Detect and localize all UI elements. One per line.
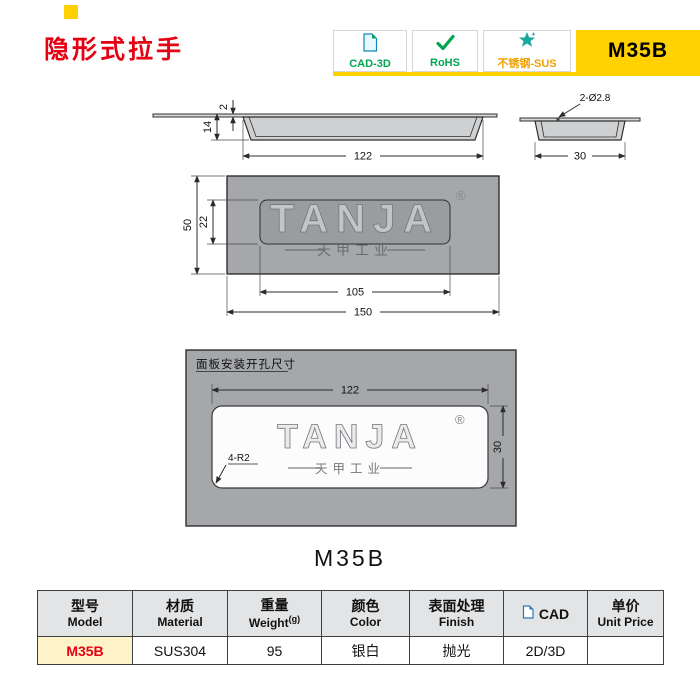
check-icon — [435, 33, 455, 56]
dim-label: 22 — [198, 216, 210, 228]
corner-radius-callout: 4-R2 — [215, 453, 258, 484]
table-row: M35B SUS304 95 银白 抛光 2D/3D — [37, 636, 664, 665]
badge-label: RoHS — [430, 57, 460, 69]
header-cad-label: CAD — [538, 605, 570, 622]
model-caption: M35B — [313, 545, 387, 571]
dimension-outer-width: 150 — [226, 276, 500, 319]
dim-label: 50 — [182, 219, 194, 231]
cell-finish: 抛光 — [409, 636, 504, 665]
hole-callout-label: 2-Ø2.8 — [580, 93, 611, 104]
table-header-row: 型号 Model 材质 Material 重量 Weight(g) 颜色 Col… — [37, 590, 664, 637]
watermark-subtext: 天甲工业 — [317, 242, 393, 258]
dim-label: 122 — [354, 151, 372, 163]
panel-cutout-rect — [211, 405, 489, 489]
corner-radius-label: 4-R2 — [228, 453, 250, 464]
brand-watermark: TANJA ® 天甲工业 — [269, 188, 466, 258]
hole-callout: 2-Ø2.8 — [558, 93, 611, 118]
dim-label: 14 — [202, 121, 214, 133]
header-divider — [333, 72, 700, 76]
table-header-material: 材质 Material — [132, 590, 228, 637]
accent-square — [64, 5, 78, 19]
brand-watermark: TANJA ® 天甲工业 — [277, 412, 465, 476]
header-en: Finish — [438, 615, 475, 630]
star-icon — [518, 31, 536, 54]
model-badge: M35B — [576, 30, 700, 72]
header-zh: 型号 — [71, 598, 99, 615]
page-title: 隐形式拉手 — [44, 36, 185, 64]
dimension-depth: 14 — [202, 113, 249, 141]
badge-cad-3d[interactable]: CAD-3D — [333, 30, 407, 72]
table-header-cad: CAD — [503, 590, 588, 637]
dim-label: 105 — [346, 287, 364, 299]
dimension-recess-width: 105 — [259, 246, 451, 299]
dimension-outer-height: 50 — [182, 175, 225, 275]
dimension-thickness: 2 — [218, 100, 236, 131]
handle-front-face — [226, 175, 500, 275]
cell-price — [587, 636, 664, 665]
table-header-weight: 重量 Weight(g) — [227, 590, 322, 637]
registered-mark: ® — [455, 412, 465, 427]
badge-row: CAD-3D RoHS 不锈钢-SUS M35B — [333, 30, 700, 72]
cell-model: M35B — [37, 636, 133, 665]
header-zh: 颜色 — [351, 598, 380, 615]
dimension-cutout-height: 30 — [490, 405, 508, 489]
watermark-subtext: 天甲工业 — [315, 462, 385, 476]
header-en: Color — [349, 615, 382, 630]
cell-color: 银白 — [321, 636, 410, 665]
cad-file-icon — [522, 605, 534, 622]
dim-label: 30 — [574, 151, 586, 163]
watermark-text: TANJA — [270, 197, 440, 241]
header-zh: 材质 — [166, 598, 194, 615]
front-view-drawing: TANJA ® 天甲工业 50 22 105 — [182, 175, 500, 319]
table-header-price: 单价 Unit Price — [587, 590, 664, 637]
header-en: Material — [157, 615, 203, 630]
panel-plate: 面板安装开孔尺寸 — [185, 349, 517, 527]
cell-weight: 95 — [227, 636, 322, 665]
header-zh: 表面处理 — [428, 598, 485, 615]
dim-label: 2 — [218, 104, 230, 110]
badge-rohs[interactable]: RoHS — [412, 30, 478, 72]
cell-material: SUS304 — [132, 636, 228, 665]
table-header-color: 颜色 Color — [321, 590, 410, 637]
handle-side-profile — [152, 113, 498, 141]
dimension-recess-height: 22 — [198, 199, 258, 245]
cutout-title: 面板安装开孔尺寸 — [196, 357, 296, 371]
dimension-section-width: 30 — [534, 142, 626, 163]
watermark-text: TANJA — [277, 418, 423, 456]
header-en: Weight(g) — [228, 614, 321, 630]
header-zh: 重量 — [260, 597, 289, 614]
dimension-recess-width: 122 — [242, 120, 484, 163]
weight-unit: (g) — [288, 614, 301, 625]
dim-label: 122 — [341, 385, 359, 397]
dim-label: 150 — [354, 307, 372, 319]
cad-document-icon — [362, 32, 379, 57]
dim-label: 30 — [492, 441, 504, 453]
registered-mark: ® — [456, 188, 466, 203]
cutout-view-drawing: 面板安装开孔尺寸 TANJA ® 天甲工业 122 30 4-R2 — [185, 349, 517, 527]
table-header-finish: 表面处理 Finish — [409, 590, 504, 637]
handle-section — [519, 117, 641, 141]
weight-en: Weight — [248, 616, 289, 631]
badge-label: CAD-3D — [349, 57, 391, 70]
table-header-model: 型号 Model — [37, 590, 133, 637]
dimension-cutout-width: 122 — [211, 383, 489, 404]
spec-table: 型号 Model 材质 Material 重量 Weight(g) 颜色 Col… — [37, 590, 664, 665]
header-en: Unit Price — [597, 615, 654, 630]
header-en: Model — [67, 615, 103, 630]
end-view-drawing: 2-Ø2.8 30 — [519, 93, 641, 163]
cell-cad: 2D/3D — [503, 636, 588, 665]
badge-stainless-sus[interactable]: 不锈钢-SUS — [483, 30, 571, 72]
badge-label: 不锈钢-SUS — [497, 58, 557, 70]
header-zh: 单价 — [611, 598, 640, 615]
side-view-drawing: 2 14 122 — [152, 100, 498, 163]
